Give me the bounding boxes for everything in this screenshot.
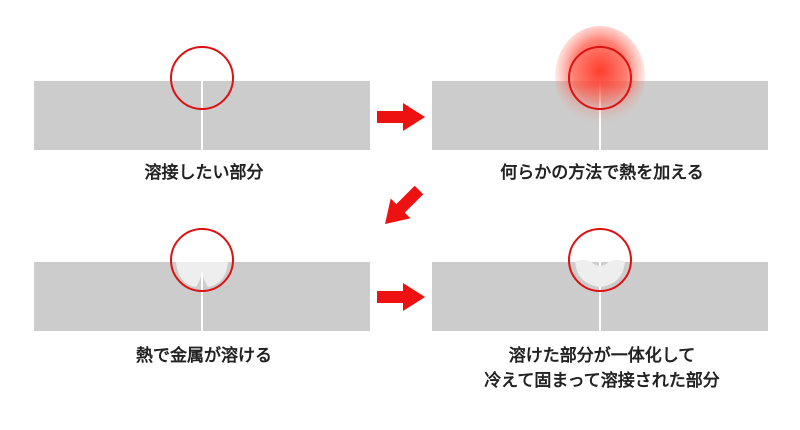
step-1-caption: 溶接したい部分 xyxy=(144,163,264,183)
weld-bead xyxy=(575,259,625,287)
arrow-down-left-icon xyxy=(385,185,424,224)
panel-step-2 xyxy=(432,26,768,150)
highlight-circle xyxy=(170,228,234,292)
highlight-circle xyxy=(568,228,632,292)
molten-pool xyxy=(176,262,228,287)
arrow-right-icon xyxy=(377,283,425,311)
step-4-caption-line-2: 冷えて固まって溶接された部分 xyxy=(484,371,720,391)
highlight-circle xyxy=(170,46,234,110)
panel-step-4 xyxy=(432,228,768,331)
heat-glow xyxy=(555,26,645,126)
arrow-right-icon xyxy=(377,103,425,131)
panel-step-1 xyxy=(34,46,370,150)
step-4-caption-line-1: 溶けた部分が一体化して xyxy=(508,346,696,366)
step-4-caption: 溶けた部分が一体化して 冷えて固まって溶接された部分 xyxy=(432,344,772,394)
panel-step-3 xyxy=(34,228,370,331)
step-3-caption: 熱で金属が溶ける xyxy=(136,346,272,366)
step-2-caption: 何らかの方法で熱を加える xyxy=(500,163,704,183)
highlight-circle xyxy=(568,46,632,110)
